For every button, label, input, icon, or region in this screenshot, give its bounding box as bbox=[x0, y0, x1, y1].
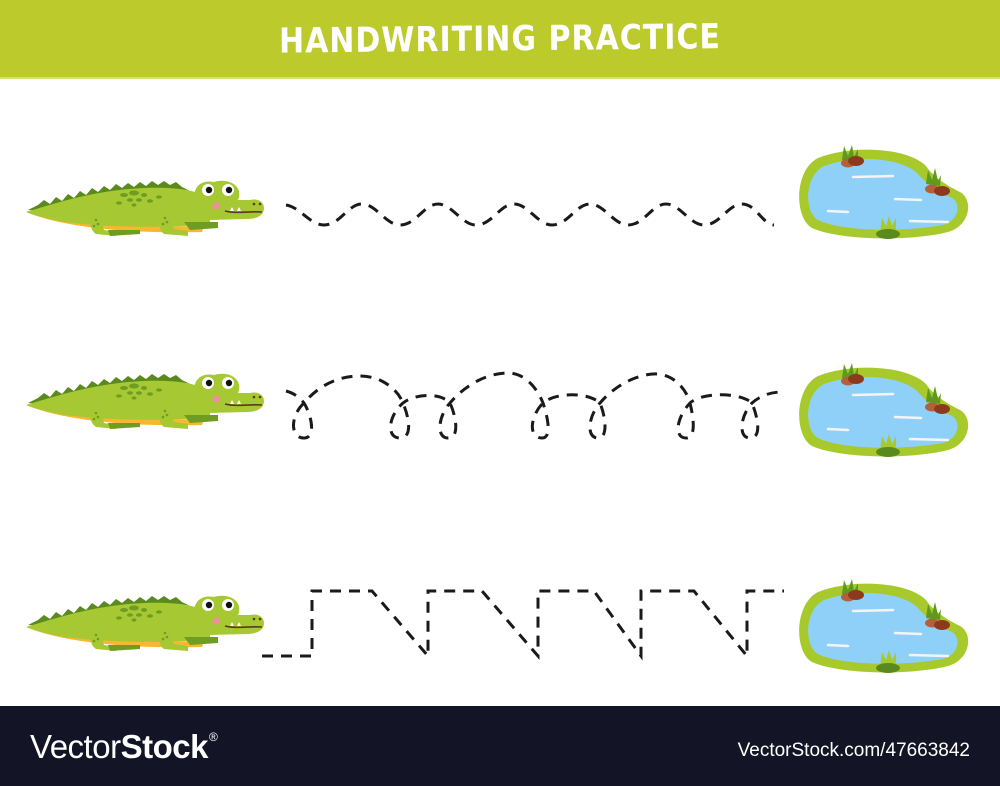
row-2 bbox=[25, 361, 970, 459]
pond-icon bbox=[797, 361, 970, 459]
header-banner: HANDWRITING PRACTICE bbox=[0, 0, 1000, 79]
crocodile-icon bbox=[25, 373, 265, 430]
footer-bar: VectorStock® VectorStock.com/47663842 bbox=[0, 706, 1000, 786]
row-1 bbox=[25, 143, 970, 241]
crocodile-icon bbox=[25, 180, 265, 237]
image-id-text: VectorStock.com/47663842 bbox=[737, 740, 970, 761]
pond-icon bbox=[797, 577, 970, 675]
trace-wave-path[interactable] bbox=[285, 202, 775, 227]
vectorstock-logo: VectorStock® bbox=[30, 728, 218, 765]
trace-zigzag-path[interactable] bbox=[262, 589, 784, 661]
crocodile-icon bbox=[25, 595, 265, 652]
pond-icon bbox=[797, 143, 970, 241]
row-3 bbox=[25, 577, 970, 675]
trace-loops-path[interactable] bbox=[285, 371, 783, 440]
